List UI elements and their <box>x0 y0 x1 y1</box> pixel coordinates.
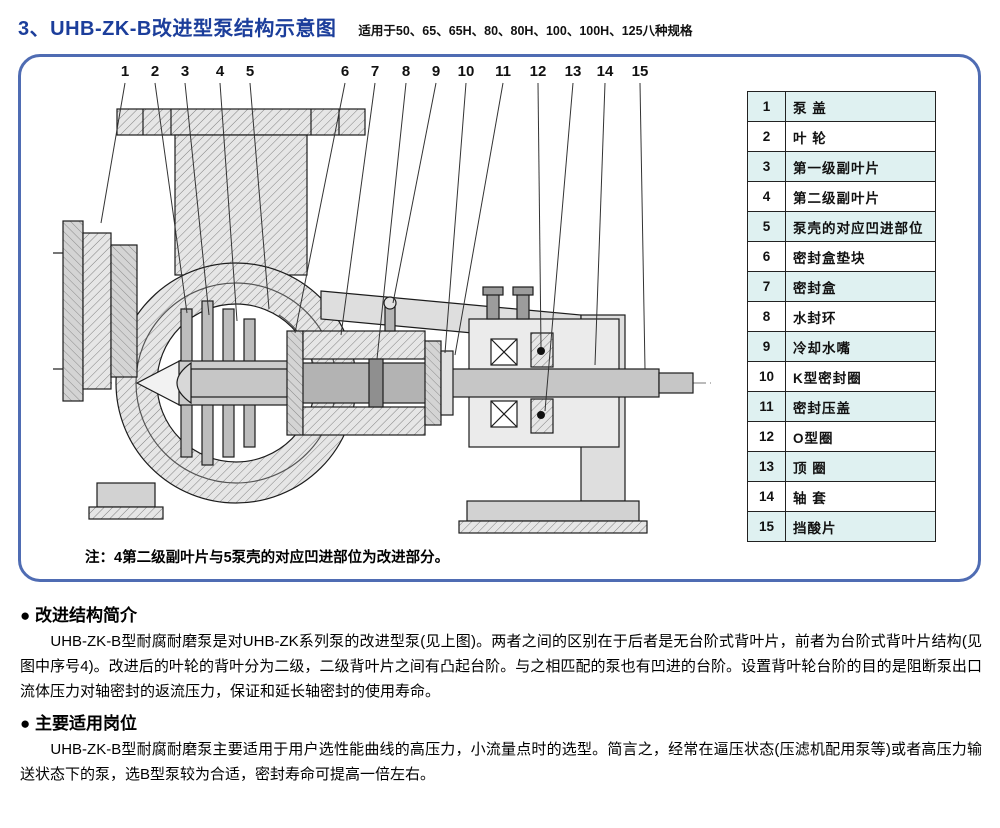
section-heading-structure-intro: ● 改进结构简介 <box>20 606 137 625</box>
part-number: 5 <box>747 211 786 242</box>
pump-body <box>53 108 694 534</box>
pump-cross-section-drawing <box>53 82 711 534</box>
part-number: 4 <box>747 181 786 212</box>
callout-number: 11 <box>495 63 511 80</box>
part-number: 15 <box>747 511 786 542</box>
part-number: 7 <box>747 271 786 302</box>
part-number: 3 <box>747 151 786 182</box>
part-name: 密封压盖 <box>785 391 936 422</box>
page-subtitle: 适用于50、65、65H、80、80H、100、100H、125八种规格 <box>358 24 693 38</box>
part-name: 挡酸片 <box>785 511 936 542</box>
callout-number: 12 <box>529 63 547 80</box>
section-heading-application: ● 主要适用岗位 <box>20 714 137 733</box>
part-number: 6 <box>747 241 786 272</box>
part-number: 9 <box>747 331 786 362</box>
part-number: 10 <box>747 361 786 392</box>
callout-number: 3 <box>180 63 190 80</box>
page-header: 3、UHB-ZK-B改进型泵结构示意图 适用于50、65、65H、80、80H、… <box>18 12 693 41</box>
part-number: 13 <box>747 451 786 482</box>
callout-number: 6 <box>340 63 350 80</box>
part-name: 叶 轮 <box>785 121 936 152</box>
part-number: 12 <box>747 421 786 452</box>
page-title: 3、UHB-ZK-B改进型泵结构示意图 <box>18 18 337 40</box>
section-body-structure-intro: UHB-ZK-B型耐腐耐磨泵是对UHB-ZK系列泵的改进型泵(见上图)。两者之间… <box>20 633 982 700</box>
part-name: 第一级副叶片 <box>785 151 936 182</box>
part-name: 水封环 <box>785 301 936 332</box>
callout-leader-lines <box>100 82 646 412</box>
part-name: K型密封圈 <box>785 361 936 392</box>
part-number: 14 <box>747 481 786 512</box>
callout-number: 2 <box>150 63 160 80</box>
part-name: 轴 套 <box>785 481 936 512</box>
part-number: 8 <box>747 301 786 332</box>
callout-number: 8 <box>401 63 411 80</box>
part-name: O型圈 <box>785 421 936 452</box>
part-name: 第二级副叶片 <box>785 181 936 212</box>
part-name: 密封盒 <box>785 271 936 302</box>
callout-number: 10 <box>457 63 475 80</box>
part-name: 密封盒垫块 <box>785 241 936 272</box>
section-body-application: UHB-ZK-B型耐腐耐磨泵主要适用于用户选性能曲线的高压力，小流量点时的选型。… <box>20 741 982 783</box>
callout-number: 7 <box>370 63 380 80</box>
callout-number: 9 <box>431 63 441 80</box>
text-sections: ● 改进结构简介 UHB-ZK-B型耐腐耐磨泵是对UHB-ZK系列泵的改进型泵(… <box>20 596 982 792</box>
callout-number: 13 <box>564 63 582 80</box>
callout-number: 15 <box>631 63 649 80</box>
part-number: 2 <box>747 121 786 152</box>
part-name: 泵壳的对应凹进部位 <box>785 211 936 242</box>
callout-number: 1 <box>120 63 130 80</box>
callout-number: 5 <box>245 63 255 80</box>
part-name: 顶 圈 <box>785 451 936 482</box>
part-number: 1 <box>747 91 786 122</box>
part-number: 11 <box>747 391 786 422</box>
part-name: 泵 盖 <box>785 91 936 122</box>
part-name: 冷却水嘴 <box>785 331 936 362</box>
callout-number: 4 <box>215 63 225 80</box>
callout-number: 14 <box>596 63 614 80</box>
diagram-note: 注：4第二级副叶片与5泵壳的对应凹进部位为改进部分。 <box>85 550 450 566</box>
